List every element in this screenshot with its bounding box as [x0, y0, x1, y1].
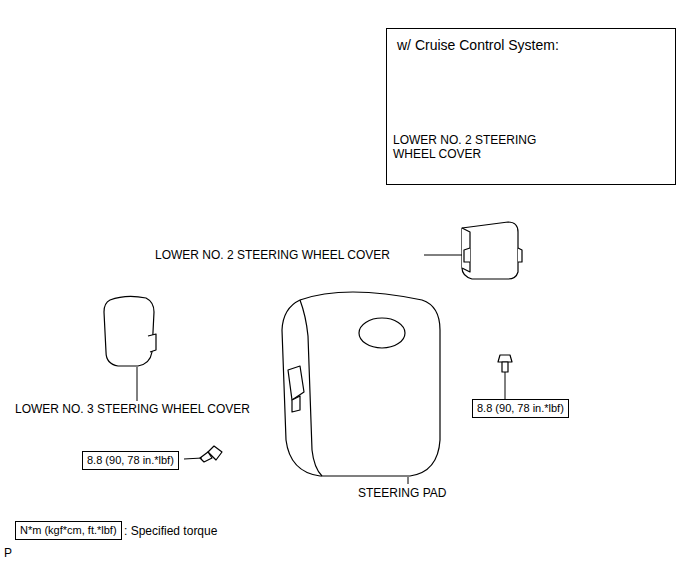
torque-box: 8.8 (90, 78 in.*lbf) [472, 399, 569, 418]
variant-heading: w/ Cruise Control System: [397, 37, 559, 54]
torque-box: 8.8 (90, 78 in.*lbf) [82, 451, 179, 470]
legend-box: N*m (kgf*cm, ft.*lbf) [15, 521, 122, 540]
torque-unit: N*m (kgf*cm, ft.*lbf) [20, 524, 117, 537]
part-name: LOWER NO. 3 STEERING WHEEL COVER [15, 402, 250, 416]
legend-text: : Specified torque [124, 524, 217, 538]
figure-code: P [4, 546, 12, 560]
torque-value: 8.8 (90, 78 in.*lbf) [87, 454, 174, 467]
torque-value: 8.8 (90, 78 in.*lbf) [477, 402, 564, 415]
part-name: LOWER NO. 2 STEERING WHEEL COVER [393, 133, 543, 161]
variant-box: w/ Cruise Control System: LOWER NO. 2 STE… [386, 28, 676, 185]
part-name: LOWER NO. 2 STEERING WHEEL COVER [155, 248, 390, 262]
part-name: STEERING PAD [358, 486, 446, 500]
